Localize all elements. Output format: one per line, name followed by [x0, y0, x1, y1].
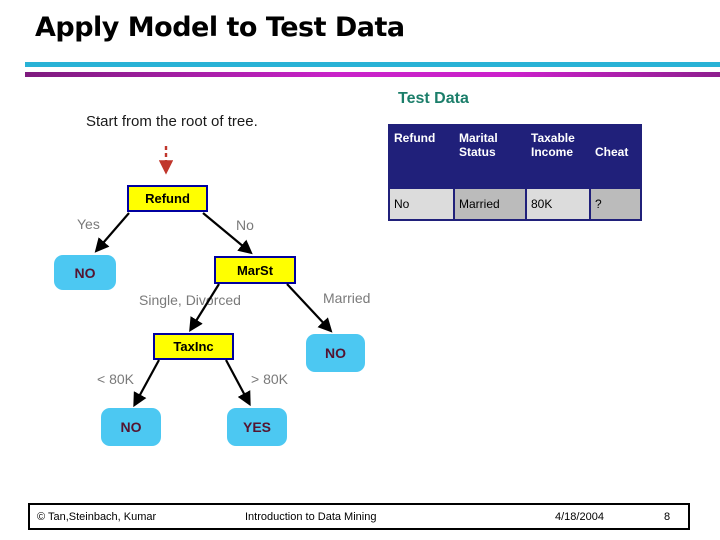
test-data-table: Refund Marital Status Taxable Income Che… — [388, 124, 642, 221]
branch-label-yes: Yes — [77, 216, 100, 232]
footer-page-number: 8 — [664, 510, 671, 523]
branch-label-lt-80k: < 80K — [97, 371, 134, 387]
cell-taxable-income: 80K — [525, 187, 591, 221]
table-row: No Married 80K ? — [388, 187, 642, 221]
tree-leaf-high-income-yes: YES — [227, 408, 287, 446]
tree-leaf-married-no: NO — [306, 334, 365, 372]
cell-refund: No — [388, 187, 455, 221]
footer-bar: © Tan,Steinbach, Kumar Introduction to D… — [28, 503, 690, 530]
edge-refund-yes — [94, 212, 130, 253]
title-rule-magenta — [25, 72, 720, 77]
column-header-cheat: Cheat — [589, 124, 642, 189]
cell-cheat: ? — [589, 187, 642, 221]
footer-course-title: Introduction to Data Mining — [245, 510, 377, 523]
edge-taxinc-gt80k — [225, 359, 251, 407]
footer-date: 4/18/2004 — [555, 510, 604, 523]
tree-leaf-refund-yes-no: NO — [54, 255, 116, 290]
tree-node-taxinc: TaxInc — [153, 333, 234, 360]
branch-label-gt-80k: > 80K — [251, 371, 288, 387]
footer-copyright: © Tan,Steinbach, Kumar — [37, 510, 157, 523]
column-header-marital-status: Marital Status — [453, 124, 527, 189]
tree-node-refund: Refund — [127, 185, 208, 212]
tree-node-marst: MarSt — [214, 256, 296, 284]
title-rule-cyan — [25, 62, 720, 67]
table-header-row: Refund Marital Status Taxable Income Che… — [388, 124, 642, 189]
cell-marital-status: Married — [453, 187, 527, 221]
branch-label-married: Married — [323, 290, 371, 306]
branch-label-single-divorced: Single, Divorced — [139, 292, 241, 308]
column-header-refund: Refund — [388, 124, 455, 189]
annotation-start-root: Start from the root of tree. — [86, 113, 258, 130]
edge-taxinc-lt80k — [133, 359, 160, 408]
column-header-taxable-income: Taxable Income — [525, 124, 591, 189]
branch-label-no: No — [236, 217, 254, 233]
test-data-heading: Test Data — [398, 90, 469, 107]
tree-leaf-low-income-no: NO — [101, 408, 161, 446]
page-title: Apply Model to Test Data — [35, 12, 405, 43]
